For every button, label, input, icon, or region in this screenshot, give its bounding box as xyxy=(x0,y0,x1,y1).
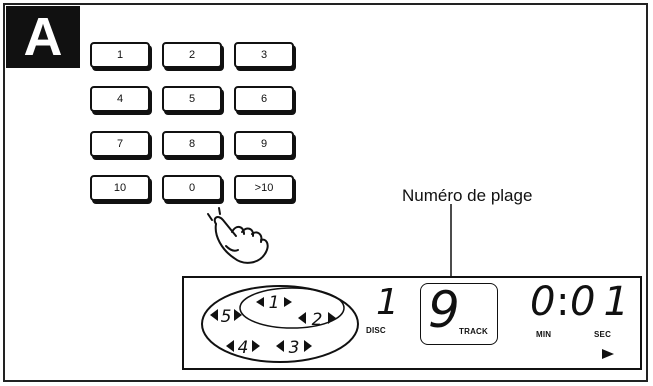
track-label: TRACK xyxy=(459,327,488,336)
tray-number-2: 2 xyxy=(312,310,323,330)
track-number-callout-label: Numéro de plage xyxy=(402,186,533,205)
min-label: MIN xyxy=(536,330,552,339)
disc-number: 1 xyxy=(376,282,399,323)
key-plus-10[interactable]: >10 xyxy=(234,175,294,201)
key-5[interactable]: 5 xyxy=(162,86,222,112)
key-9[interactable]: 9 xyxy=(234,131,294,157)
sec-label: SEC xyxy=(594,330,612,339)
key-7[interactable]: 7 xyxy=(90,131,150,157)
diagram-frame xyxy=(3,3,648,382)
time-seconds: 01 xyxy=(570,279,637,325)
time-colon: : xyxy=(556,279,570,325)
disc-tray-indicator: 5 1 2 4 3 xyxy=(201,285,359,363)
key-1[interactable]: 1 xyxy=(90,42,150,68)
tray-number-5: 5 xyxy=(221,307,232,327)
key-3[interactable]: 3 xyxy=(234,42,294,68)
time-minutes: 0 xyxy=(530,279,556,325)
key-0[interactable]: 0 xyxy=(162,175,222,201)
tray-number-1: 1 xyxy=(269,293,280,313)
tray-number-3: 3 xyxy=(289,338,300,358)
key-2[interactable]: 2 xyxy=(162,42,222,68)
pressing-hand-icon xyxy=(207,207,269,264)
callout-pointer-line xyxy=(450,204,452,284)
play-icon xyxy=(602,349,614,359)
track-number-box xyxy=(420,283,498,345)
key-8[interactable]: 8 xyxy=(162,131,222,157)
disc-label: DISC xyxy=(366,326,386,335)
section-letter: A xyxy=(6,6,80,68)
key-4[interactable]: 4 xyxy=(90,86,150,112)
key-6[interactable]: 6 xyxy=(234,86,294,112)
key-10[interactable]: 10 xyxy=(90,175,150,201)
track-number: 9 xyxy=(428,281,460,339)
tray-number-4: 4 xyxy=(238,338,249,358)
